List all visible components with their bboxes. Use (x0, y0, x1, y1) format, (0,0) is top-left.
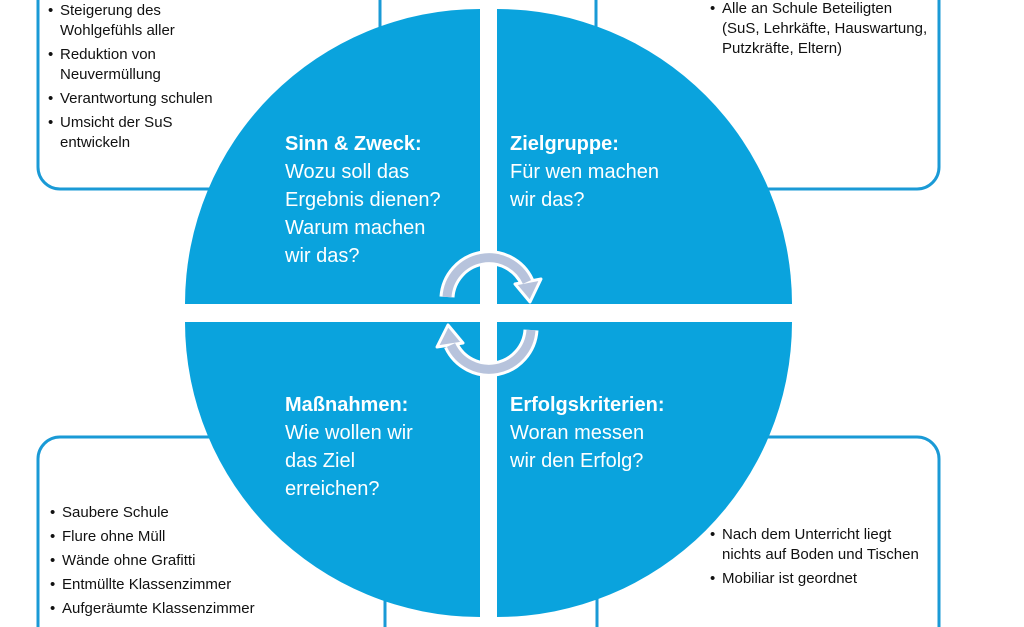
quadrant-measures-title: Maßnahmen: (285, 394, 409, 416)
box-audience-list: Alle an Schule Beteiligten (SuS, Lehrkäf… (710, 0, 930, 59)
cycle-arrow-top-icon (439, 250, 543, 304)
quadrant-measures (185, 322, 480, 617)
list-item: Reduktion von Neuvermüllung (48, 45, 218, 85)
quadrant-measures-question: Wie wollen wir das Ziel erreichen? (285, 422, 413, 500)
quadrant-purpose-title: Sinn & Zweck: (285, 133, 422, 155)
quadrant-criteria-title: Erfolgskriterien: (510, 394, 665, 416)
quadrant-purpose (185, 9, 480, 304)
quadrant-audience-question: Für wen machen wir das? (510, 161, 659, 211)
list-item: Entmüllte Klassenzimmer (50, 575, 290, 595)
list-item: Wände ohne Grafitti (50, 551, 290, 571)
quadrant-purpose-question: Wozu soll das Ergebnis dienen? Warum mac… (285, 161, 441, 267)
list-item: Mobiliar ist geordnet (710, 569, 925, 589)
quadrant-audience (497, 9, 792, 304)
quadrant-criteria-text: Erfolgskriterien: Woran messen wir den E… (510, 391, 664, 475)
box-measures-list: Saubere Schule Flure ohne Müll Wände ohn… (50, 503, 290, 619)
list-item: Nach dem Unterricht liegt nichts auf Bod… (710, 525, 925, 565)
quadrant-criteria (497, 322, 792, 617)
quadrant-measures-text: Maßnahmen: Wie wollen wir das Ziel errei… (285, 391, 413, 503)
quadrant-purpose-text: Sinn & Zweck: Wozu soll das Ergebnis die… (285, 130, 441, 270)
quadrant-criteria-question: Woran messen wir den Erfolg? (510, 422, 645, 472)
cycle-arrow-bottom-icon (435, 323, 539, 377)
box-purpose-list: Steigerung des Wohlgefühls aller Redukti… (48, 1, 218, 153)
list-item: Aufgeräumte Klassenzimmer (50, 599, 290, 619)
list-item: Saubere Schule (50, 503, 290, 523)
list-item: Steigerung des Wohlgefühls aller (48, 1, 218, 41)
list-item: Alle an Schule Beteiligten (SuS, Lehrkäf… (710, 0, 930, 59)
box-criteria-list: Nach dem Unterricht liegt nichts auf Bod… (710, 525, 925, 589)
list-item: Verantwortung schulen (48, 89, 260, 109)
list-item: Umsicht der SuS entwickeln (48, 113, 218, 153)
list-item: Flure ohne Müll (50, 527, 290, 547)
quadrant-audience-text: Zielgruppe: Für wen machen wir das? (510, 130, 659, 214)
quadrant-audience-title: Zielgruppe: (510, 133, 619, 155)
